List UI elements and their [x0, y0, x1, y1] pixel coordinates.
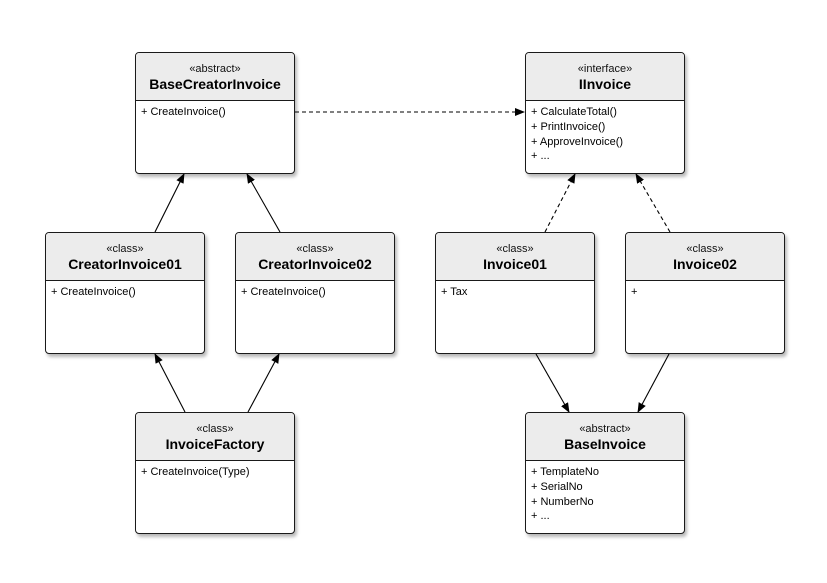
member-item: + PrintInvoice() — [531, 120, 606, 133]
stereotype-label: «class» — [106, 243, 144, 255]
member-item: + ... — [531, 510, 550, 523]
class-members: + CreateInvoice() — [136, 101, 294, 120]
member-item: + — [631, 286, 638, 298]
stereotype-label: «class» — [496, 243, 534, 255]
class-base-invoice[interactable]: «abstract» BaseInvoice + TemplateNo + Se… — [525, 412, 685, 534]
class-invoice01[interactable]: «class» Invoice01 + Tax — [435, 232, 595, 354]
member-item: + Tax — [441, 286, 468, 298]
realization-arrow-invoice02-to-iinvoice — [635, 173, 671, 233]
class-iinvoice[interactable]: «interface» IInvoice + CalculateTotal() … — [525, 52, 685, 174]
inheritance-arrow-invoice01-to-baseinvoice — [535, 353, 570, 413]
inheritance-arrow-creator02-to-basecreator — [246, 173, 281, 233]
member-item: + CreateInvoice() — [51, 286, 136, 298]
class-header: «class» CreatorInvoice01 — [46, 233, 204, 281]
inheritance-arrow-creator01-to-basecreator — [154, 173, 185, 233]
inheritance-arrow-invoice02-to-baseinvoice — [637, 353, 670, 413]
stereotype-label: «interface» — [577, 63, 633, 75]
association-arrow-factory-to-creator01 — [154, 353, 186, 413]
class-header: «abstract» BaseInvoice — [526, 413, 684, 461]
member-item: + SerialNo — [531, 480, 583, 493]
class-header: «class» InvoiceFactory — [136, 413, 294, 461]
stereotype-label: «class» — [196, 423, 234, 435]
class-invoice-factory[interactable]: «class» InvoiceFactory + CreateInvoice(T… — [135, 412, 295, 534]
member-item: + CreateInvoice(Type) — [141, 466, 250, 478]
class-name: BaseCreatorInvoice — [149, 76, 281, 92]
class-name: IInvoice — [578, 76, 632, 92]
class-creator-invoice02[interactable]: «class» CreatorInvoice02 + CreateInvoice… — [235, 232, 395, 354]
class-header: «interface» IInvoice — [526, 53, 684, 101]
class-name: InvoiceFactory — [165, 436, 265, 452]
class-name: Invoice02 — [673, 256, 737, 272]
class-invoice02[interactable]: «class» Invoice02 + — [625, 232, 785, 354]
class-name: Invoice01 — [483, 256, 547, 272]
class-members: + CreateInvoice(Type) — [136, 461, 294, 480]
class-members: + CreateInvoice() — [46, 281, 204, 300]
member-item: + NumberNo — [531, 495, 594, 508]
class-members: + CreateInvoice() — [236, 281, 394, 300]
realization-arrow-invoice01-to-iinvoice — [544, 173, 576, 233]
member-item: + TemplateNo — [531, 466, 599, 478]
class-header: «class» Invoice01 — [436, 233, 594, 281]
stereotype-label: «abstract» — [579, 423, 631, 435]
stereotype-label: «class» — [686, 243, 724, 255]
member-item: + CalculateTotal() — [531, 106, 617, 118]
stereotype-label: «class» — [296, 243, 334, 255]
stereotype-label: «abstract» — [189, 63, 241, 75]
member-item: + ApproveInvoice() — [531, 135, 624, 148]
association-arrow-factory-to-creator02 — [247, 353, 280, 413]
class-members: + Tax — [436, 281, 594, 300]
class-creator-invoice01[interactable]: «class» CreatorInvoice01 + CreateInvoice… — [45, 232, 205, 354]
class-name: CreatorInvoice01 — [68, 256, 182, 272]
member-item: + ... — [531, 150, 550, 163]
class-base-creator-invoice[interactable]: «abstract» BaseCreatorInvoice + CreateIn… — [135, 52, 295, 174]
class-header: «abstract» BaseCreatorInvoice — [136, 53, 294, 101]
class-name: CreatorInvoice02 — [258, 256, 372, 272]
class-members: + — [626, 281, 784, 300]
class-members: + TemplateNo + SerialNo + NumberNo + ... — [526, 461, 684, 524]
class-members: + CalculateTotal() + PrintInvoice() + Ap… — [526, 101, 684, 164]
member-item: + CreateInvoice() — [141, 106, 226, 118]
class-header: «class» Invoice02 — [626, 233, 784, 281]
class-name: BaseInvoice — [564, 436, 646, 452]
member-item: + CreateInvoice() — [241, 286, 326, 298]
class-header: «class» CreatorInvoice02 — [236, 233, 394, 281]
